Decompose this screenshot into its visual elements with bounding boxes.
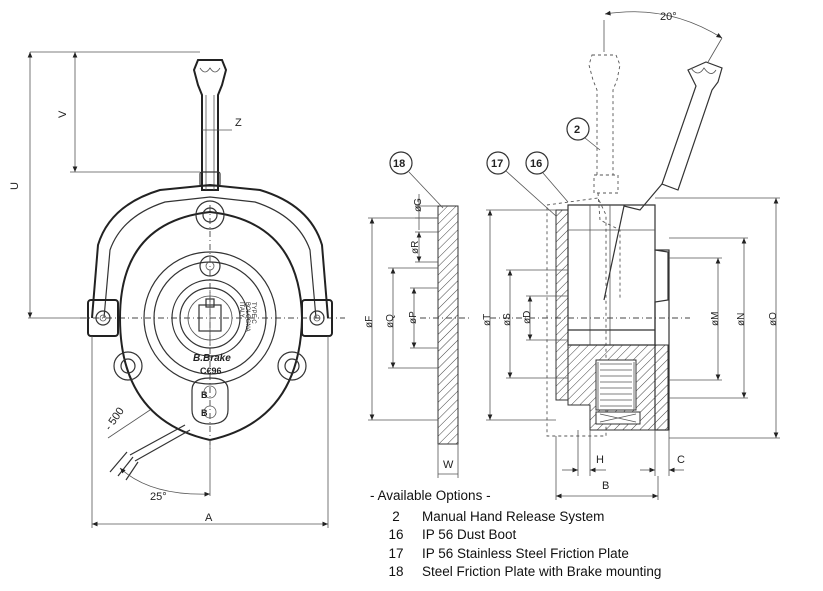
dim-angle-20: 20°	[660, 11, 677, 23]
dim-c: C	[677, 454, 685, 466]
callout-2: 2	[574, 124, 580, 136]
made-in-line-1: ITALY	[238, 302, 244, 318]
dim-u: U	[9, 182, 21, 190]
springs	[597, 362, 635, 410]
option-item: 18 Steel Friction Plate with Brake mount…	[370, 563, 661, 582]
callout-18: 18	[393, 158, 405, 170]
brand-label: B.Brake	[193, 353, 231, 364]
release-lever	[192, 59, 228, 191]
options-title: - Available Options -	[370, 488, 491, 503]
dim-t: øT	[482, 314, 493, 326]
available-options-legend: - Available Options - 2 Manual Hand Rele…	[370, 487, 661, 582]
bolt-mark-b-upper: B	[201, 390, 208, 400]
dim-r: øR	[410, 241, 421, 254]
front-view: B.Brake C€96 ITALY BOLOGNA TYPE C B B U …	[9, 51, 345, 528]
dim-z: Z	[235, 117, 242, 129]
option-item: 17 IP 56 Stainless Steel Friction Plate	[370, 545, 661, 564]
option-number: 18	[388, 564, 404, 579]
made-in-line-3: TYPE C	[250, 302, 256, 324]
dim-f: øF	[364, 316, 375, 328]
option-label: IP 56 Stainless Steel Friction Plate	[422, 545, 629, 561]
dim-s: øS	[502, 313, 513, 326]
dim-v: V	[57, 110, 69, 118]
dim-b: B	[602, 480, 609, 492]
made-in-line-2: BOLOGNA	[244, 302, 250, 332]
option-label: Steel Friction Plate with Brake mounting	[422, 564, 662, 579]
option-item: 16 IP 56 Dust Boot	[370, 526, 661, 545]
callout-17: 17	[491, 158, 503, 170]
option-label: IP 56 Dust Boot	[422, 527, 517, 542]
option-number: 17	[388, 545, 404, 561]
dim-h: H	[596, 454, 604, 466]
dim-cable-500: - 500	[103, 405, 127, 432]
dim-n: øN	[736, 313, 747, 326]
dim-o: øO	[768, 312, 779, 326]
dim-d: øD	[522, 311, 533, 324]
option-number: 2	[392, 508, 400, 524]
dim-g: øG	[413, 198, 424, 212]
option-number: 16	[388, 527, 404, 542]
side-section-view: 20° 17 16 2 øT øS øD øM øN	[482, 10, 780, 500]
dim-p: øP	[408, 311, 419, 324]
option-item: 2 Manual Hand Release System	[370, 508, 661, 527]
dim-m: øM	[710, 312, 721, 326]
friction-plate-view: 18 øG øR øF øQ øP W	[364, 151, 470, 478]
callout-16: 16	[530, 158, 542, 170]
dim-a: A	[205, 512, 213, 524]
dim-q: øQ	[385, 314, 396, 328]
bolt-mark-b-lower: B	[201, 408, 208, 418]
option-label: Manual Hand Release System	[422, 508, 605, 524]
dim-w: W	[443, 459, 454, 471]
dim-angle-25: 25°	[150, 491, 167, 503]
ce-mark: C€96	[200, 366, 222, 376]
